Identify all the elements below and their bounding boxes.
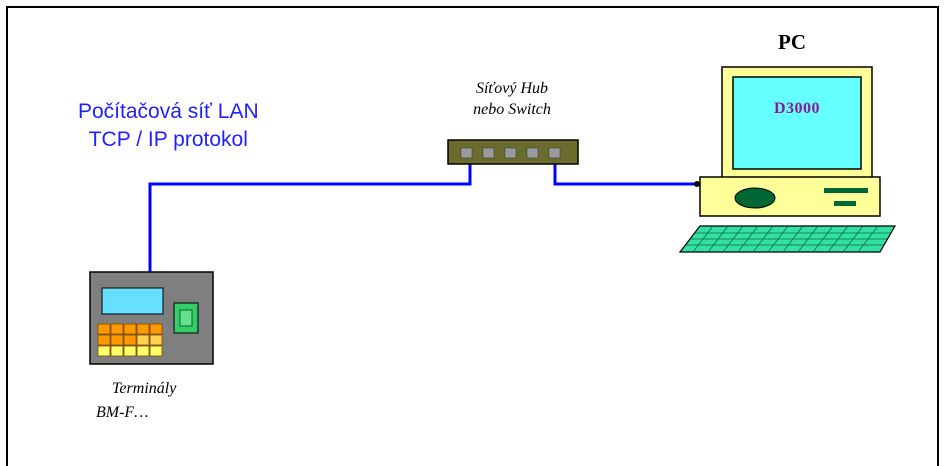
fingerprint-sensor-window [179, 309, 193, 327]
cable-terminal-hub [148, 162, 472, 272]
pc-base-unit [699, 176, 881, 217]
drive-slot-round [734, 187, 776, 209]
keyboard-keys [686, 225, 891, 253]
monitor-screen-text: D3000 [773, 100, 821, 117]
cable-connector-dot [694, 181, 700, 187]
hub-port [460, 147, 473, 159]
hub-label: Síťový Hub nebo Switch [446, 78, 578, 120]
hub-port [526, 147, 539, 159]
hub-port [548, 147, 561, 159]
cable-hub-pc [553, 162, 700, 186]
pc-computer [678, 66, 897, 253]
diagram-frame [6, 6, 939, 466]
hub-label-line1: Síťový Hub [475, 80, 549, 97]
terminal-label-line2: BM-F… [96, 404, 149, 421]
drive-slot-lower [834, 201, 856, 206]
network-label-line2: TCP / IP protokol [88, 128, 248, 151]
network-hub [447, 139, 579, 165]
network-label-line1: Počítačová síť LAN [78, 100, 259, 123]
network-label: Počítačová síť LAN TCP / IP protokol [78, 98, 259, 154]
monitor-screen [732, 76, 862, 170]
hub-port [504, 147, 517, 159]
pc-title: PC [778, 30, 806, 54]
terminal-label-line1: Terminály [112, 380, 177, 397]
drive-slot-upper [824, 188, 868, 193]
terminal-label: Terminály BM-F… [96, 377, 216, 425]
hub-port [482, 147, 495, 159]
terminal-screen [101, 287, 164, 315]
attendance-terminal [89, 271, 214, 365]
terminal-keypad [97, 323, 163, 357]
hub-label-line2: nebo Switch [473, 101, 551, 118]
